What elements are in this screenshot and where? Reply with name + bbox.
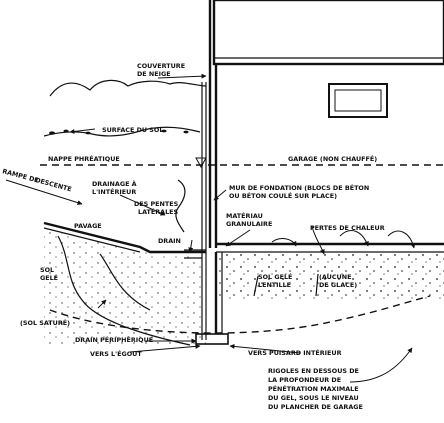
paving-label: PAVAGE: [74, 222, 102, 230]
drain-label: DRAIN: [158, 237, 181, 245]
interior-drainage-label: DRAINAGE À L'INTÉRIEUR: [92, 179, 139, 196]
frozen-soil-left-label: SOL GELÉ: [40, 266, 58, 282]
garage-label: GARAGE (NON CHAUFFÉ): [288, 154, 377, 163]
frost-boundary-left: [57, 235, 191, 346]
granular-fill: [216, 252, 444, 300]
snow-line: [49, 79, 207, 97]
soil-area: [44, 228, 206, 345]
ground-surface-label: SURFACE DU SOL: [102, 126, 163, 134]
ramp-paving: [43, 221, 206, 254]
foundation-wall-label: MUR DE FONDATION (BLOCS DE BÉTON OU BÉTO…: [229, 183, 371, 200]
no-ice-lens-label: (AUCUNE DE GLACE): [319, 273, 357, 289]
grooves-note: RIGOLES EN DESSOUS DE LA PROFONDEUR DE P…: [268, 367, 363, 411]
to-sump-label: VERS PUISARD INTÉRIEUR: [248, 348, 342, 357]
water-table-label: NAPPE PHRÉATIQUE: [48, 154, 120, 163]
window: [328, 83, 388, 118]
frost-depth-line: [49, 295, 431, 334]
water-table-marker: [195, 157, 207, 169]
heat-loss-arrows: [271, 225, 416, 255]
heat-loss-label: PERTES DE CHALEUR: [310, 224, 385, 232]
slopes-label: DES PENTES LATÉRALES: [134, 200, 180, 216]
ground-surface-line: [43, 126, 201, 137]
house-structure: [208, 0, 444, 253]
saturated-soil-label: (SOL SATURÉ): [20, 318, 70, 327]
granular-material-label: MATÉRIAU GRANULAIRE: [226, 211, 272, 228]
to-sewer-label: VERS L'ÉGOUT: [90, 349, 142, 358]
leader-lines: [69, 73, 413, 383]
upper-floor: [212, 0, 444, 66]
snow-cover-label: COUVERTURE DE NEIGE: [137, 62, 187, 78]
frozen-soil-right-label: SOL GELÉ LENTILLE: [258, 272, 295, 289]
perimeter-drain-label: DRAIN PÉRIPHÉRIQUE: [75, 335, 153, 344]
